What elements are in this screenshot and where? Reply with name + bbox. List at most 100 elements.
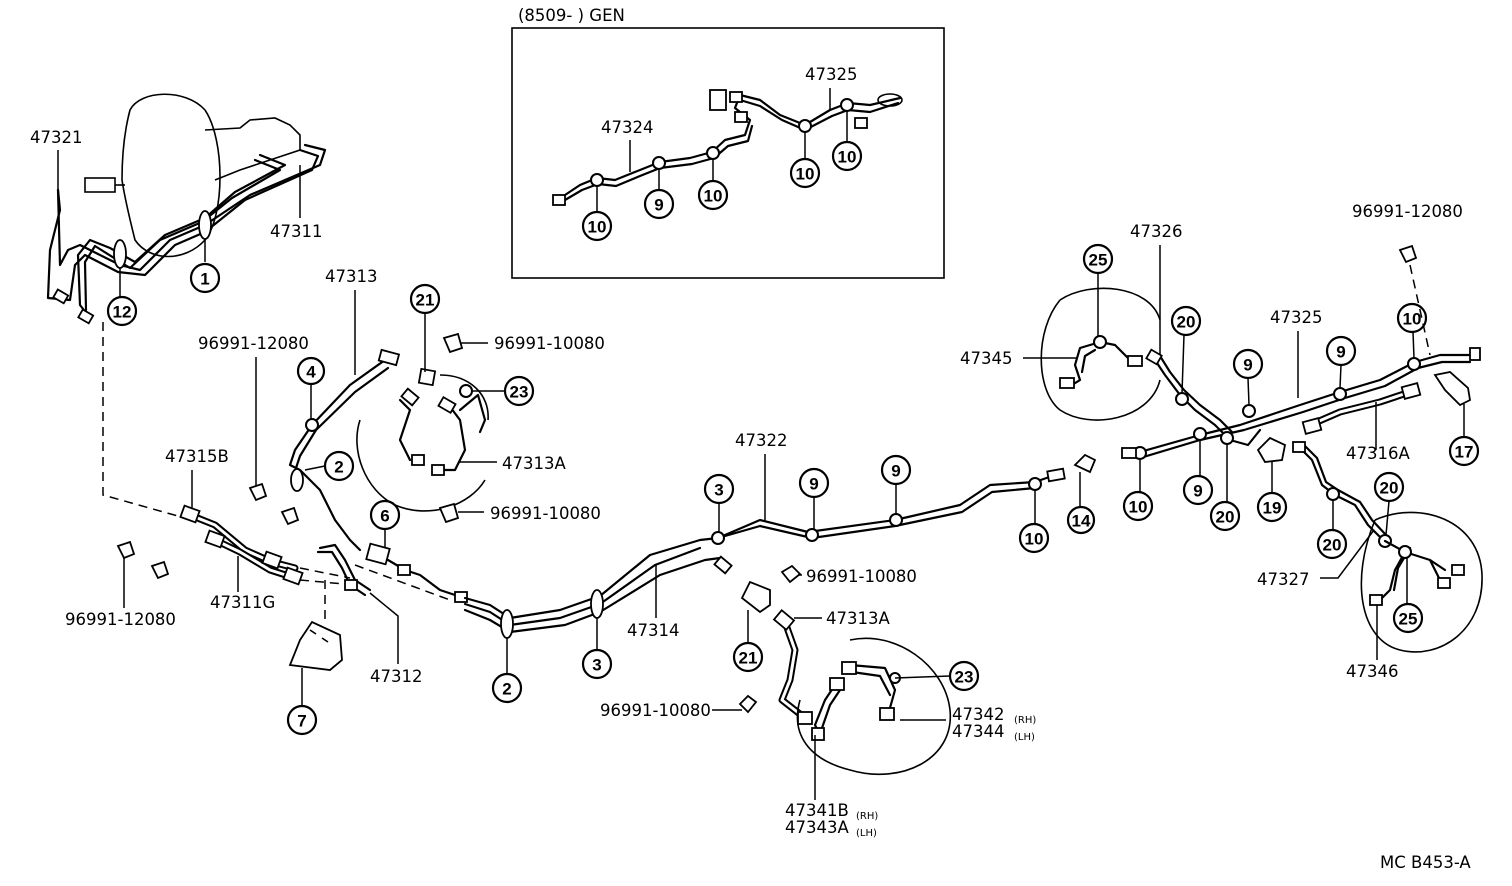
svg-text:12: 12: [113, 303, 132, 322]
callout-21b: 21: [732, 610, 764, 673]
callout-25b: 25: [1392, 558, 1424, 634]
svg-text:9: 9: [1336, 343, 1345, 362]
label-47313A-b: 47313A: [826, 609, 890, 628]
callout-21a: 21: [409, 283, 441, 372]
callout-7: 7: [286, 668, 318, 736]
svg-text:20: 20: [1216, 508, 1235, 527]
inset-callout-9: 9: [643, 169, 675, 220]
callout-23a: 23: [459, 375, 535, 407]
svg-text:10: 10: [1129, 498, 1148, 517]
label-47344-side: (LH): [1014, 732, 1035, 743]
svg-text:23: 23: [510, 383, 529, 402]
callout-4: 4: [296, 356, 326, 420]
master-cylinder-lines: [46, 143, 327, 325]
front-left-brake-assembly: [356, 367, 489, 512]
label-47325-inset: 47325: [805, 65, 858, 84]
callout-9a: 9: [798, 467, 830, 529]
svg-text:20: 20: [1323, 536, 1342, 555]
label-96991-10080-b: 96991-10080: [490, 504, 601, 523]
svg-text:10: 10: [588, 218, 607, 237]
inset-callout-10d: 10: [831, 111, 863, 172]
svg-text:19: 19: [1263, 499, 1282, 518]
callout-2a: 2: [304, 450, 355, 482]
callout-20a: 20: [1170, 305, 1202, 394]
label-47315B: 47315B: [165, 447, 229, 466]
label-47326: 47326: [1130, 222, 1183, 241]
clip-14: 14: [1066, 453, 1097, 535]
label-47344: 47344: [952, 722, 1005, 741]
label-96991-10080-a: 96991-10080: [494, 334, 605, 353]
inset-callout-10b: 10: [697, 159, 729, 211]
rear-left-brake-assembly: [1040, 287, 1161, 421]
junction-block-6: [365, 542, 468, 603]
svg-text:20: 20: [1177, 313, 1196, 332]
callout-12: 12: [106, 268, 138, 327]
svg-text:25: 25: [1399, 610, 1418, 629]
svg-text:9: 9: [1243, 356, 1252, 375]
label-47316A: 47316A: [1346, 444, 1410, 463]
label-47342-side: (RH): [1014, 715, 1036, 726]
callout-9d: 9: [1325, 335, 1357, 389]
rear-right-brake-assembly: [1292, 441, 1483, 653]
callout-9b: 9: [880, 454, 912, 514]
label-47313: 47313: [325, 267, 378, 286]
callout-10a: 10: [1018, 490, 1050, 554]
svg-text:2: 2: [334, 458, 343, 477]
svg-text:14: 14: [1072, 512, 1091, 531]
callout-23b: 23: [894, 660, 980, 692]
label-96991-12080-c: 96991-12080: [1352, 202, 1463, 221]
callout-10e: 10: [1396, 302, 1428, 359]
svg-text:10: 10: [796, 165, 815, 184]
callout-3b: 3: [581, 618, 613, 680]
label-47311G: 47311G: [210, 593, 275, 612]
svg-text:25: 25: [1089, 251, 1108, 270]
label-47324: 47324: [601, 118, 654, 137]
inset-callout-10c: 10: [789, 132, 821, 189]
bracket-7: [288, 620, 343, 671]
front-right-brake-assembly: [796, 637, 951, 775]
label-47342: 47342: [952, 705, 1005, 724]
label-47313A-a: 47313A: [502, 454, 566, 473]
label-47322: 47322: [735, 431, 788, 450]
callout-3a: 3: [703, 473, 735, 532]
svg-text:10: 10: [704, 187, 723, 206]
label-47345: 47345: [960, 349, 1013, 368]
label-47341B: 47341B: [785, 801, 849, 820]
svg-text:10: 10: [1403, 310, 1422, 329]
svg-text:9: 9: [654, 196, 663, 215]
svg-text:3: 3: [714, 481, 723, 500]
clip-19: 19: [1256, 436, 1288, 523]
svg-text:21: 21: [416, 291, 435, 310]
svg-text:4: 4: [306, 363, 316, 382]
callout-2b: 2: [491, 638, 523, 704]
svg-text:10: 10: [1025, 530, 1044, 549]
label-47312: 47312: [370, 667, 423, 686]
svg-text:23: 23: [955, 668, 974, 687]
label-96991-12080-b: 96991-12080: [65, 610, 176, 629]
callout-9e: 9: [1182, 440, 1214, 506]
svg-text:9: 9: [891, 462, 900, 481]
callout-20c: 20: [1373, 471, 1405, 536]
svg-text:3: 3: [592, 656, 601, 675]
svg-text:7: 7: [297, 712, 306, 731]
label-47325: 47325: [1270, 308, 1323, 327]
label-96991-10080-c: 96991-10080: [806, 567, 917, 586]
svg-text:20: 20: [1380, 479, 1399, 498]
label-47343A: 47343A: [785, 818, 849, 837]
callout-25a: 25: [1082, 243, 1114, 336]
svg-text:9: 9: [1193, 482, 1202, 501]
callout-6: 6: [369, 499, 401, 548]
svg-text:10: 10: [838, 148, 857, 167]
svg-text:21: 21: [739, 649, 758, 668]
callout-17: 17: [1448, 404, 1480, 467]
rear-lines: [1121, 347, 1481, 460]
label-47346: 47346: [1346, 662, 1399, 681]
label-47327: 47327: [1257, 570, 1310, 589]
label-47314: 47314: [627, 621, 680, 640]
label-96991-10080-d: 96991-10080: [600, 701, 711, 720]
label-47341B-side: (RH): [856, 811, 878, 822]
inset-lines: [552, 89, 903, 206]
label-47343A-side: (LH): [856, 828, 877, 839]
label-47311: 47311: [270, 222, 323, 241]
